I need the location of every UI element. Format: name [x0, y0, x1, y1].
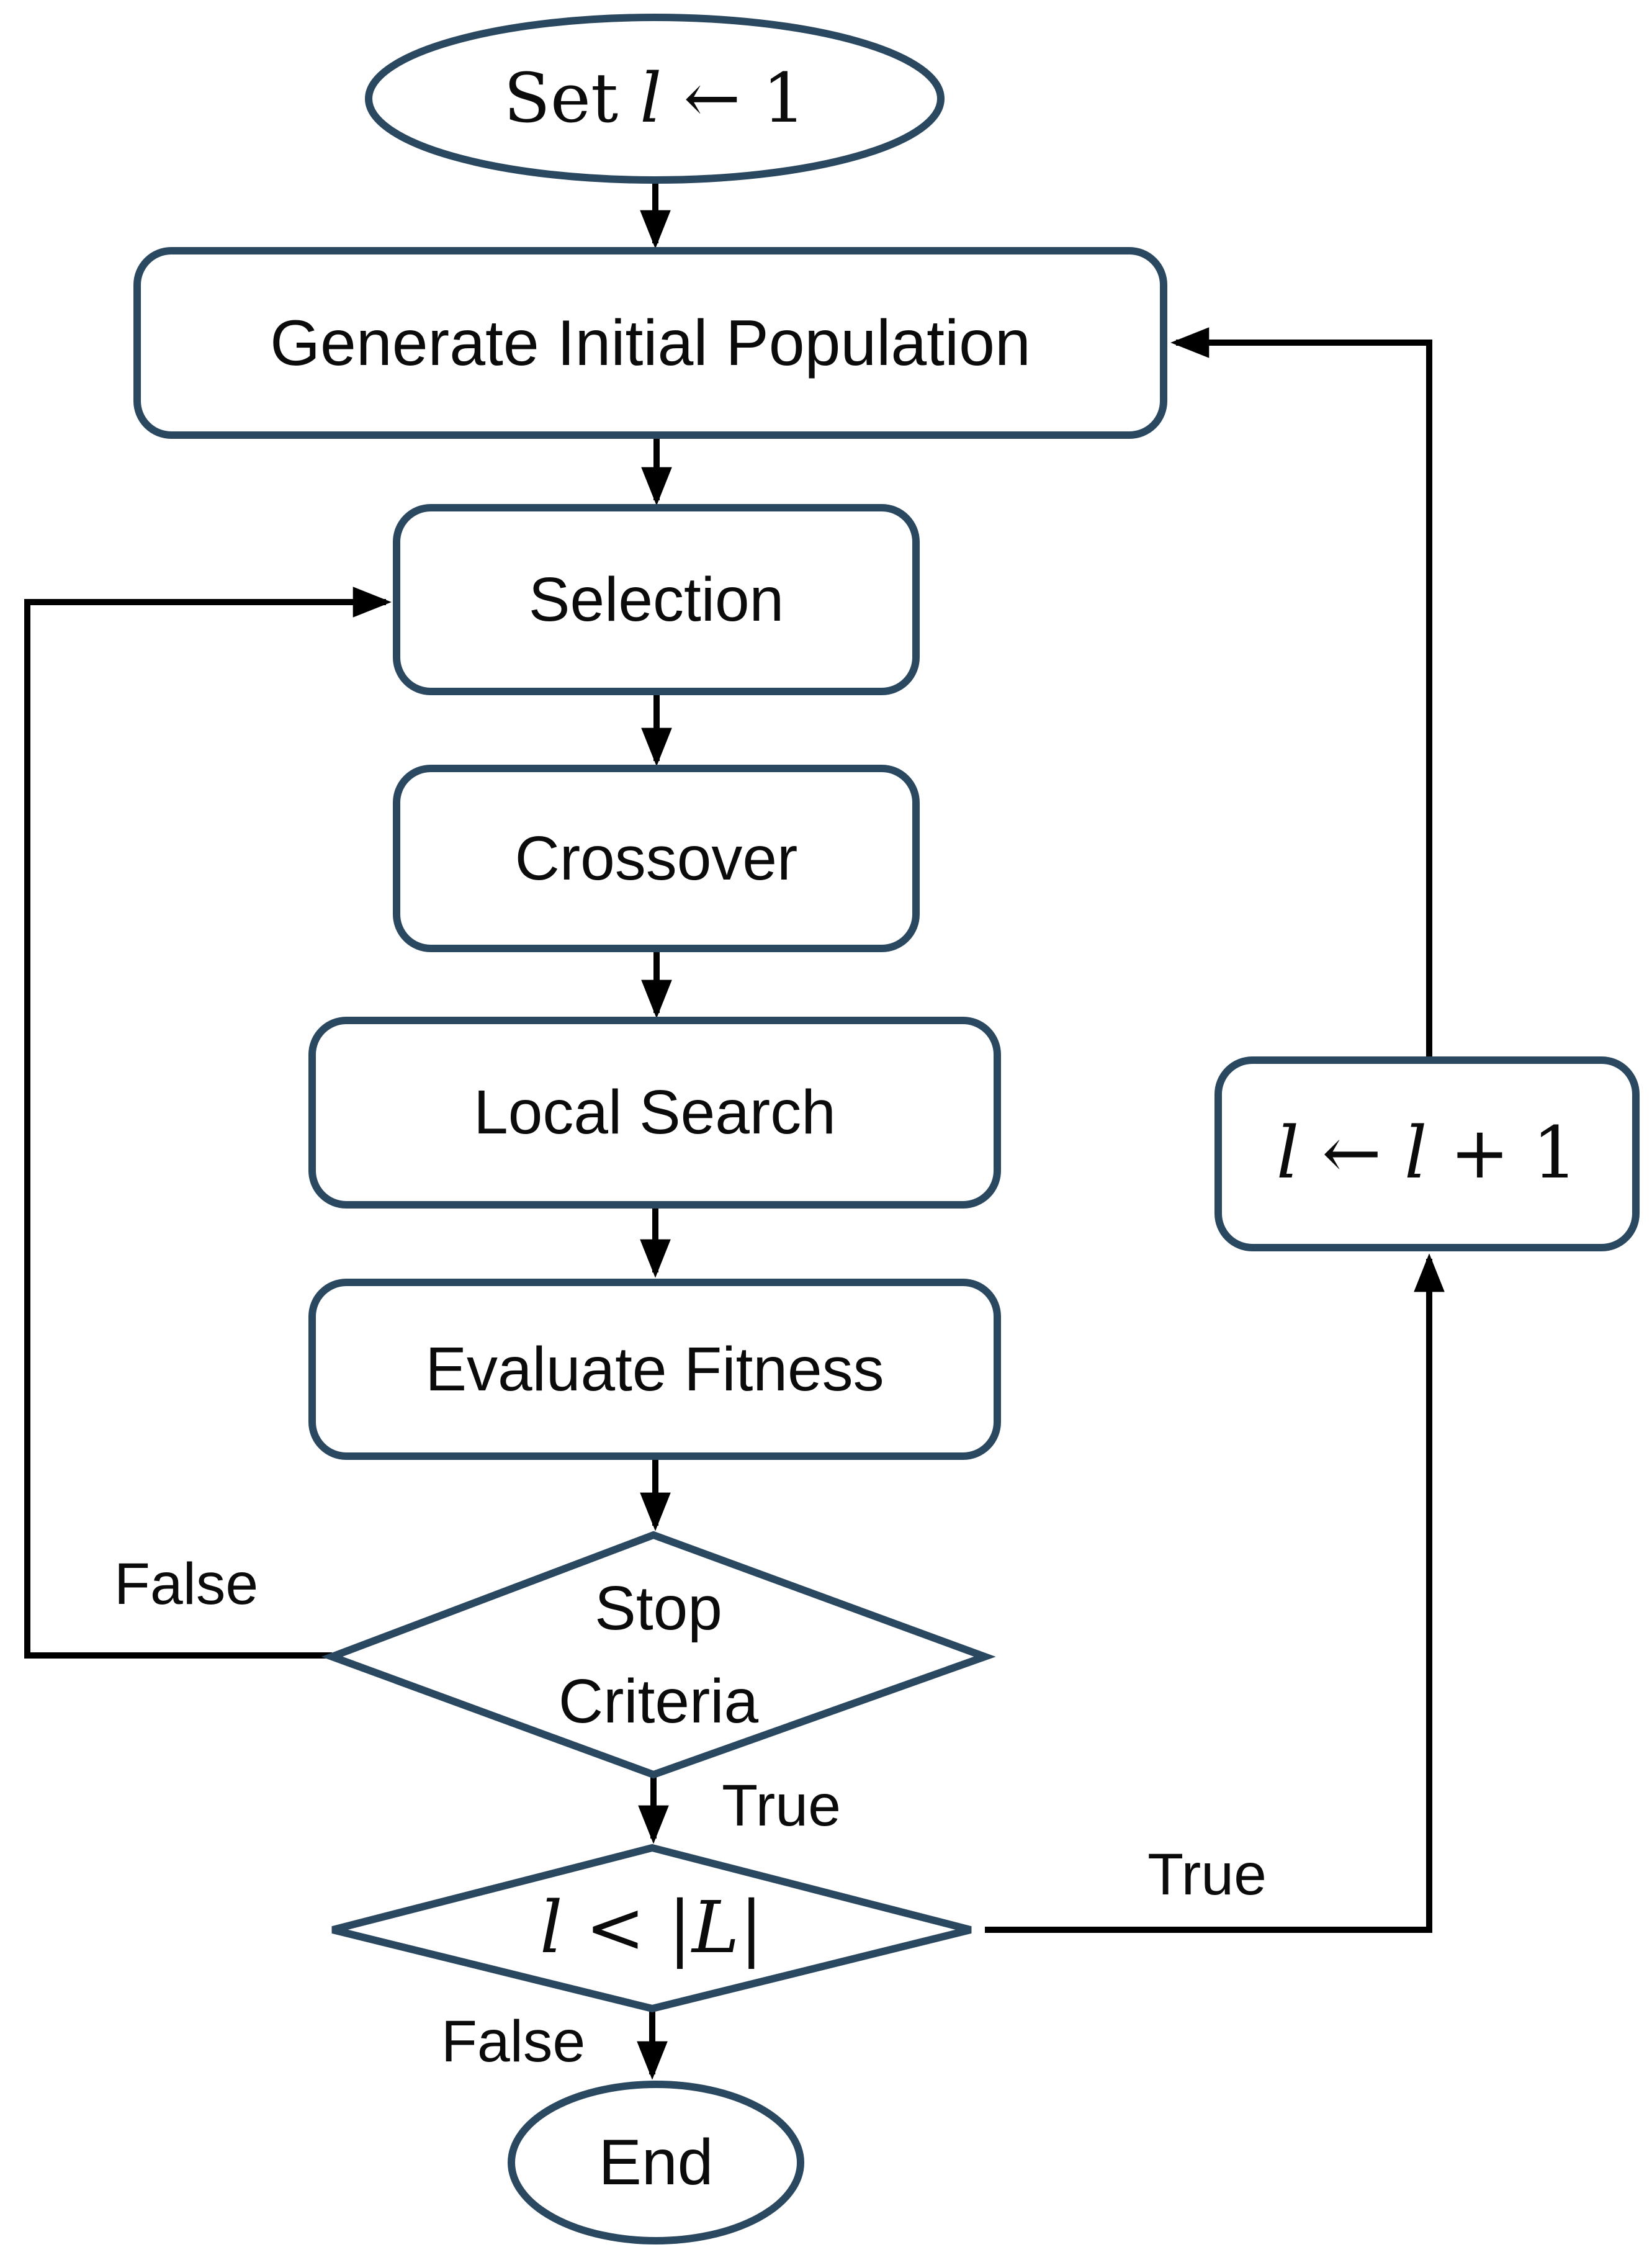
stop-criteria-line2: Criteria — [558, 1667, 759, 1736]
start-var: l — [640, 58, 662, 138]
crossover-node-label: Crossover — [514, 823, 798, 893]
crossover-node-shape — [393, 765, 920, 952]
start-node-label: Set l ← 1 — [369, 17, 940, 180]
evaluate-fitness-node-label: Evaluate Fitness — [425, 1334, 884, 1404]
generate-node-shape — [133, 247, 1167, 439]
edge-label-stop-true: True — [722, 1772, 841, 1839]
start-prefix: Set — [503, 58, 640, 138]
edge-stopcriteria-selection-false-loop — [24, 587, 392, 1659]
start-node-shape — [365, 14, 945, 184]
increment-var2: l — [1404, 1112, 1427, 1195]
edge-increment-generate-loop — [1170, 327, 1432, 1060]
edge-label-level-true: True — [1147, 1841, 1267, 1907]
local-search-node-shape — [308, 1017, 1001, 1209]
generate-node-label: Generate Initial Population — [270, 307, 1031, 379]
level-check-diamond-shape — [331, 1844, 972, 2013]
level-check-node-label: l < |L| — [333, 1848, 971, 2009]
selection-node-shape — [393, 504, 920, 695]
level-check-op: < | — [562, 1886, 692, 1970]
stop-criteria-line1: Stop — [595, 1573, 722, 1643]
edge-label-stop-false: False — [114, 1551, 259, 1617]
increment-suffix: + 1 — [1427, 1112, 1578, 1195]
evaluate-fitness-node-shape — [308, 1279, 1001, 1460]
selection-node-label: Selection — [528, 564, 784, 634]
stop-criteria-node-label: Stop Criteria — [332, 1535, 985, 1775]
end-node-label: End — [598, 2127, 714, 2199]
stop-criteria-diamond-shape — [321, 1531, 996, 1779]
edge-levelcheck-increment-true-loop — [985, 1253, 1445, 1933]
increment-var1: l — [1276, 1112, 1300, 1195]
start-suffix: ← 1 — [662, 58, 806, 138]
increment-node-label: l ← l + 1 — [1218, 1060, 1636, 1248]
end-node-shape — [508, 2081, 804, 2244]
level-check-suffix: | — [739, 1886, 764, 1970]
level-check-var2: L — [691, 1886, 740, 1970]
increment-node-shape — [1214, 1056, 1640, 1251]
increment-op: ← — [1299, 1112, 1404, 1195]
local-search-node-label: Local Search — [474, 1078, 836, 1147]
edge-label-level-false: False — [441, 2008, 586, 2074]
level-check-var1: l — [539, 1886, 563, 1970]
